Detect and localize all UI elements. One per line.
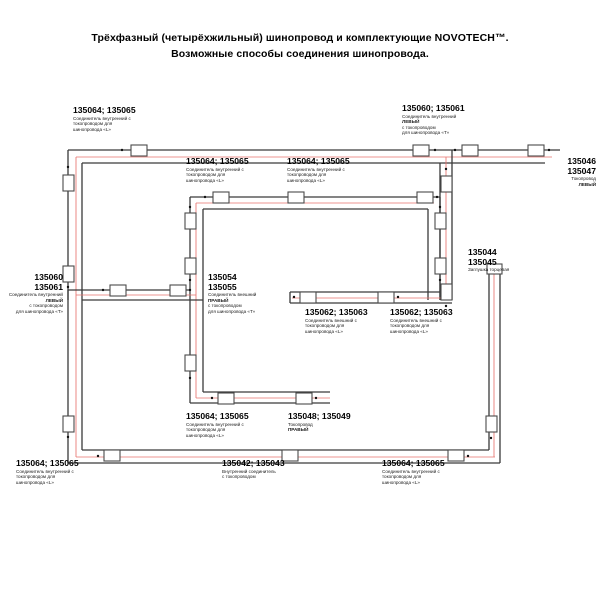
label-top-right: 135060; 135061 Соединитель внутренний ЛЕ…	[402, 103, 465, 136]
right-branch-track	[486, 263, 503, 463]
label-desc: с токопроводом	[208, 303, 242, 309]
title-line-1: Трёхфазный (четырёхжильный) шинопровод и…	[91, 32, 509, 44]
label-desc: шинопровода «L»	[305, 328, 343, 334]
label-desc: Соединитель внутренний с	[287, 166, 345, 172]
label-far-right-top: 135046 135047 Токопровод ЛЕВЫЙ	[470, 156, 596, 187]
label-desc: шинопровода «L»	[186, 177, 224, 183]
label-top-mid-right: 135064; 135065 Соединитель внутренний с …	[287, 156, 350, 183]
label-desc: Соединитель внешний с	[390, 317, 442, 323]
label-desc: токопроводом для	[287, 172, 327, 178]
label-top-left: 135064; 135065 Соединитель внутренний с …	[73, 105, 136, 132]
label-desc: токопроводом для	[16, 474, 56, 480]
label-desc: Внутренний соединитель	[222, 468, 276, 474]
label-desc: Токопровод	[288, 421, 313, 427]
label-code: 135064; 135065	[16, 458, 79, 468]
label-top-mid-left: 135064; 135065 Соединитель внутренний с …	[186, 156, 249, 183]
label-desc: шинопровода «L»	[287, 177, 325, 183]
label-mid-right-b: 135062; 135063 Соединитель внешний с ток…	[390, 307, 453, 334]
label-code: 135060	[34, 272, 63, 282]
title-line-2: Возможные способы соединения шинопровода…	[171, 48, 429, 60]
label-desc: токопроводом для	[390, 323, 430, 329]
end-cap-connector	[486, 263, 503, 275]
label-desc: Соединитель внешний	[208, 292, 257, 298]
label-desc: шинопровода «L»	[73, 126, 111, 132]
label-mid-right-a: 135062; 135063 Соединитель внешний с ток…	[305, 307, 368, 334]
label-desc: токопроводом для	[382, 474, 422, 480]
label-desc: Соединитель внутренний с	[382, 468, 440, 474]
label-desc: Токопровод	[571, 176, 596, 182]
label-code: 135046	[567, 156, 596, 166]
label-desc: для шинопровода «Т»	[402, 130, 450, 136]
label-desc: для шинопровода «Т»	[208, 308, 256, 314]
label-far-right-mid: 135044 135045 Заглушка торцевая	[468, 247, 510, 273]
label-code: 135047	[567, 165, 596, 176]
label-code: 135064; 135065	[73, 105, 136, 115]
label-desc: Соединитель внутренний	[402, 113, 457, 119]
label-code: 135062; 135063	[390, 307, 453, 317]
label-code: 135061	[34, 281, 63, 292]
label-desc: с токопроводом	[222, 474, 256, 480]
label-desc: с токопроводом	[402, 124, 436, 130]
label-bottom-inner-left: 135064; 135065 Соединитель внутренний с …	[186, 411, 249, 438]
label-desc: Соединитель внутренний	[8, 292, 63, 298]
label-bottom-inner-right: 135048; 135049 Токопровод ПРАВЫЙ	[288, 411, 351, 433]
label-code: 135054	[208, 272, 237, 282]
label-bottom-right: 135064; 135065 Соединитель внутренний с …	[382, 458, 445, 485]
label-code: 135042; 135043	[222, 458, 285, 468]
label-code: 135045	[468, 256, 497, 267]
label-center-mid: 135054 135055 Соединитель внешний ПРАВЫЙ…	[208, 272, 257, 315]
label-left-mid: 135060 135061 Соединитель внутренний ЛЕВ…	[0, 272, 63, 315]
label-desc: Соединитель внешний с	[305, 317, 357, 323]
label-bottom-center: 135042; 135043 Внутренний соединитель с …	[222, 458, 285, 480]
label-code: 135064; 135065	[287, 156, 350, 166]
label-desc: Соединитель внутренний с	[186, 421, 244, 427]
connector-boxes	[62, 144, 551, 462]
label-desc: шинопровода «L»	[382, 479, 420, 485]
label-desc: токопроводом для	[73, 121, 113, 127]
label-desc: ПРАВЫЙ	[288, 427, 309, 433]
label-code: 135044	[468, 247, 497, 257]
page-title: Трёхфазный (четырёхжильный) шинопровод и…	[0, 30, 600, 62]
label-bottom-left: 135064; 135065 Соединитель внутренний с …	[16, 458, 79, 485]
label-code: 135064; 135065	[186, 411, 249, 421]
label-desc: ЛЕВЫЙ	[578, 181, 596, 187]
label-desc: Заглушка торцевая	[468, 267, 510, 273]
label-code: 135064; 135065	[382, 458, 445, 468]
label-code: 135060; 135061	[402, 103, 465, 113]
label-desc: шинопровода «L»	[16, 479, 54, 485]
label-desc: Соединитель внутренний с	[73, 115, 131, 121]
label-code: 135055	[208, 281, 237, 292]
label-desc: Соединитель внутренний с	[186, 166, 244, 172]
label-desc: шинопровода «L»	[186, 432, 224, 438]
label-desc: токопроводом для	[305, 323, 345, 329]
label-code: 135048; 135049	[288, 411, 351, 421]
label-desc: токопроводом для	[186, 427, 226, 433]
label-desc: шинопровода «L»	[390, 328, 428, 334]
label-desc: для шинопровода «Т»	[15, 308, 63, 314]
label-code: 135062; 135063	[305, 307, 368, 317]
label-desc: с токопроводом	[29, 303, 63, 309]
label-desc: ЛЕВЫЙ	[45, 297, 63, 303]
label-desc: ПРАВЫЙ	[208, 297, 229, 303]
label-code: 135064; 135065	[186, 156, 249, 166]
label-desc: ЛЕВЫЙ	[402, 119, 420, 125]
label-desc: Соединитель внутренний с	[16, 468, 74, 474]
label-desc: токопроводом для	[186, 172, 226, 178]
